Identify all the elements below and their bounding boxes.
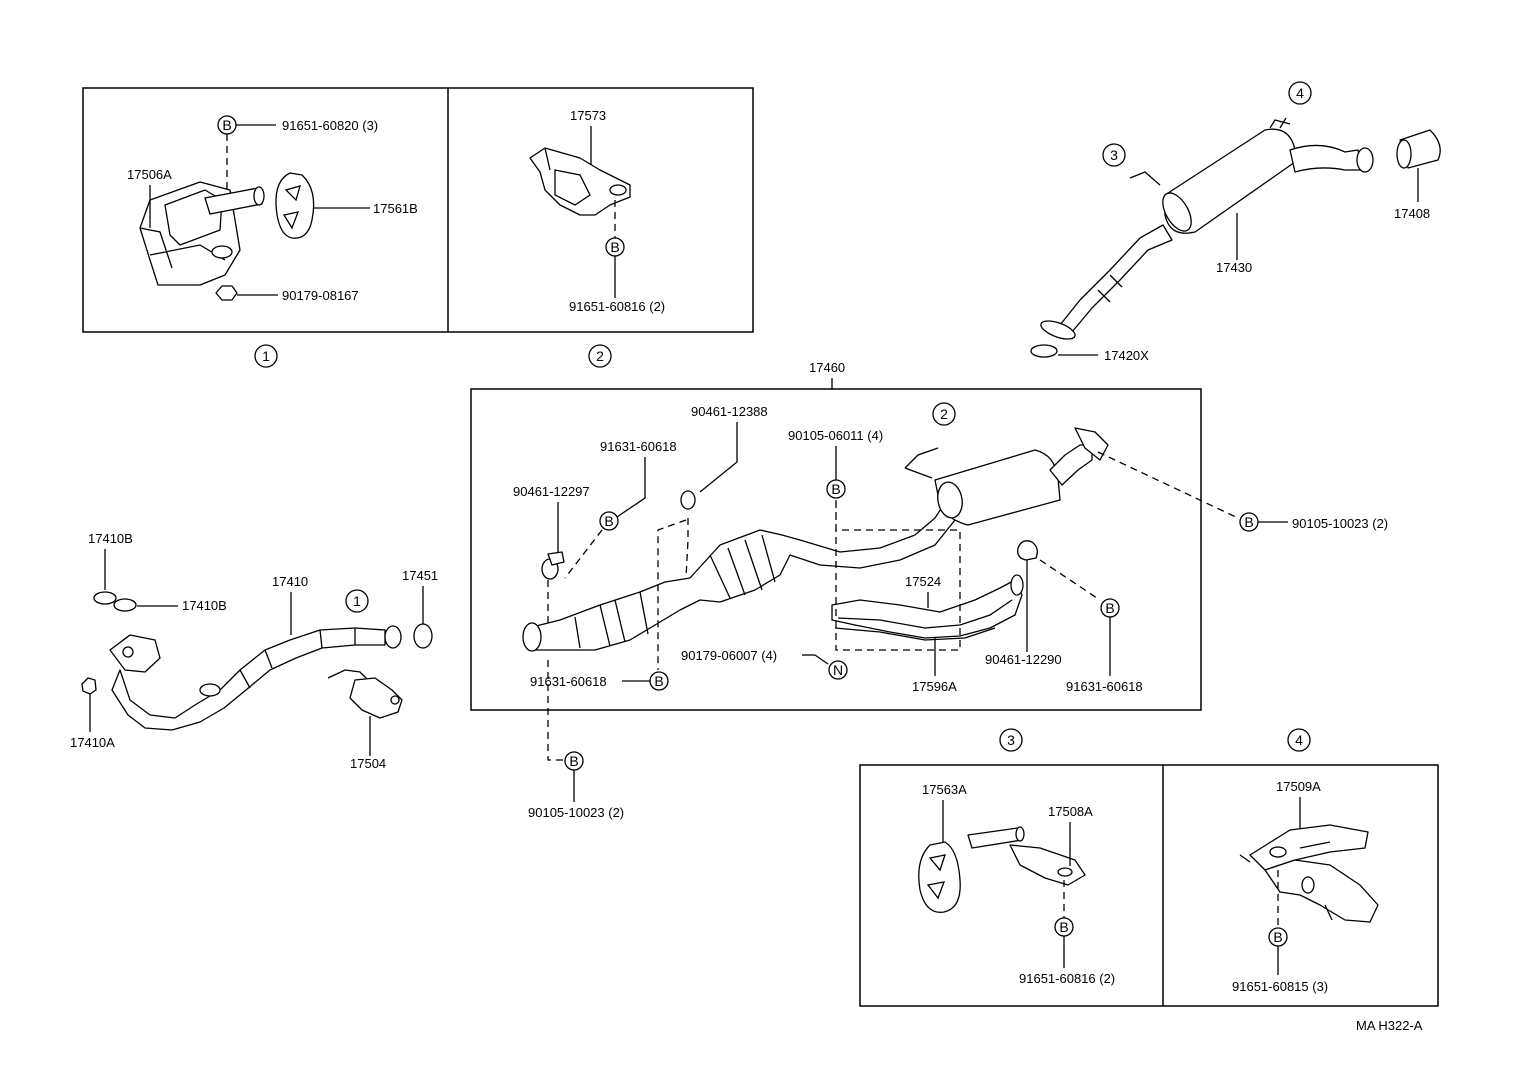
gasket-17410b-drawing	[113, 598, 137, 612]
panel-box-center	[470, 388, 1202, 711]
label-17410a: 17410A	[70, 735, 115, 750]
callout-3-circle	[999, 728, 1023, 752]
front-pipe-drawing	[109, 625, 402, 731]
bolt-symbol	[599, 511, 619, 531]
label-90179-08167: 90179-08167	[282, 288, 359, 303]
callout-4-number: 4	[1295, 732, 1303, 748]
label-17410b-b: 17410B	[182, 598, 227, 613]
gasket-17410b-drawing	[93, 591, 117, 605]
bolt-symbol-letter: B	[610, 239, 619, 255]
label-17504: 17504	[350, 756, 386, 771]
bolt-symbol-letter: B	[1059, 919, 1068, 935]
label-17420x: 17420X	[1104, 348, 1149, 363]
label-17460: 17460	[809, 360, 845, 375]
label-90179-06007: 90179-06007 (4)	[681, 648, 777, 663]
label-17451: 17451	[402, 568, 438, 583]
tail-pipe-drawing	[1040, 224, 1173, 340]
label-91631-60618-a: 91631-60618	[600, 439, 677, 454]
label-17524: 17524	[905, 574, 941, 589]
clamp-drawing	[1017, 540, 1038, 561]
callout-1-number: 1	[353, 593, 361, 609]
nut-symbol	[828, 660, 848, 680]
label-17430: 17430	[1216, 260, 1252, 275]
clamp-drawing	[680, 490, 696, 510]
panel-4-bracket-drawing	[1239, 824, 1379, 923]
bolt-symbol-letter: B	[222, 117, 231, 133]
label-90461-12290: 90461-12290	[985, 652, 1062, 667]
label-17408: 17408	[1394, 206, 1430, 221]
bolt-symbol-letter: B	[569, 753, 578, 769]
label-90105-10023-right: 90105-10023 (2)	[1292, 516, 1388, 531]
bolt-symbol-letter: B	[1244, 514, 1253, 530]
callout-1-circle	[345, 589, 369, 613]
label-91631-60618-e: 91631-60618	[530, 674, 607, 689]
diagram-id: MA H322-A	[1356, 1018, 1423, 1033]
bolt-symbol	[649, 671, 669, 691]
label-90105-06011: 90105-06011 (4)	[788, 428, 883, 443]
label-17509a: 17509A	[1276, 779, 1321, 794]
bolt-symbol-letter: B	[831, 481, 840, 497]
label-17573: 17573	[570, 108, 606, 123]
label-90105-10023-bottom: 90105-10023 (2)	[528, 805, 624, 820]
label-91651-60820: 91651-60820 (3)	[282, 118, 378, 133]
callout-3-number: 3	[1110, 147, 1118, 163]
panel-1-bracket-drawing	[139, 181, 265, 286]
callout-2-circle	[588, 344, 612, 368]
callout-2-number: 2	[940, 406, 948, 422]
callout-4-circle	[1287, 728, 1311, 752]
bolt-symbol-letter: B	[654, 673, 663, 689]
nut-symbol-letter: N	[833, 662, 843, 678]
callout-2-circle	[932, 402, 956, 426]
bolt-symbol-letter: B	[1105, 600, 1114, 616]
callout-4-number: 4	[1296, 85, 1304, 101]
callout-3-number: 3	[1007, 732, 1015, 748]
label-17410b-a: 17410B	[88, 531, 133, 546]
bracket-17504-drawing	[327, 669, 403, 719]
label-90461-12388: 90461-12388	[691, 404, 768, 419]
bolt-symbol-letter: B	[604, 513, 613, 529]
label-17410: 17410	[272, 574, 308, 589]
panel-1-insulator-drawing	[275, 172, 315, 239]
callout-2-number: 2	[596, 348, 604, 364]
panel-3-insulator-drawing	[918, 841, 961, 913]
panel-1-nut-drawing	[215, 285, 238, 301]
main-muffler-drawing	[1129, 117, 1374, 234]
label-17508a: 17508A	[1048, 804, 1093, 819]
label-91631-60618-d: 91631-60618	[1066, 679, 1143, 694]
callout-1-number: 1	[262, 348, 270, 364]
nut-17410a-drawing	[81, 677, 97, 695]
gasket-17420x-drawing	[1030, 344, 1058, 358]
label-17596a: 17596A	[912, 679, 957, 694]
panel-3-bracket-drawing	[967, 826, 1086, 886]
callout-1-circle	[254, 344, 278, 368]
label-17561b: 17561B	[373, 201, 418, 216]
callout-3-circle	[1102, 143, 1126, 167]
label-91651-60816-panel2: 91651-60816 (2)	[569, 299, 665, 314]
label-91651-60815: 91651-60815 (3)	[1232, 979, 1328, 994]
center-muffler-drawing	[904, 427, 1109, 526]
label-91651-60816-panel3: 91651-60816 (2)	[1019, 971, 1115, 986]
ring-17451-drawing	[413, 623, 433, 649]
label-90461-12297: 90461-12297	[513, 484, 590, 499]
panel-2-bracket-drawing	[529, 147, 631, 216]
heat-insulator-drawing	[831, 574, 1024, 641]
panel-box-1-2	[82, 87, 754, 333]
tail-tip-drawing	[1396, 129, 1441, 169]
bolt-symbol	[826, 479, 846, 499]
callout-4-circle	[1288, 81, 1312, 105]
bolt-symbol-letter: B	[1273, 929, 1282, 945]
label-17563a: 17563A	[922, 782, 967, 797]
panel-box-3-4	[859, 764, 1439, 1007]
label-17506a: 17506A	[127, 167, 172, 182]
clamp-drawing	[547, 551, 565, 566]
